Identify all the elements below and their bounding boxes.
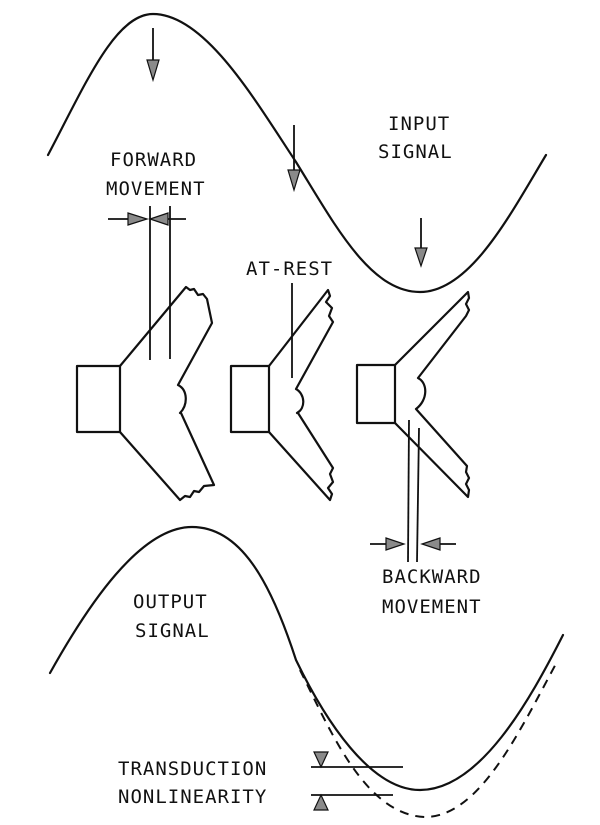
backward-movement-label-line2: MOVEMENT — [382, 596, 482, 618]
speaker-forward — [75, 206, 216, 502]
input-peak-arrow — [146, 28, 160, 83]
speaker-cone — [267, 288, 335, 502]
ideal-signal-wave-dashed — [299, 659, 559, 819]
output-signal-label-line1: OUTPUT — [133, 591, 208, 613]
input-crossing-arrow — [287, 125, 301, 193]
backward-movement-indicator — [370, 537, 456, 551]
forward-movement-label-line2: MOVEMENT — [106, 178, 206, 200]
output-signal-label-line2: SIGNAL — [135, 620, 210, 642]
speaker-magnet — [229, 364, 271, 434]
forward-movement-indicator — [108, 212, 186, 226]
speaker-cone — [118, 285, 216, 502]
speaker-magnet — [355, 363, 397, 425]
speaker-magnet — [75, 364, 122, 434]
input-signal-label-line2: SIGNAL — [378, 141, 453, 163]
at-rest-label: AT-REST — [246, 258, 333, 280]
backward-guide-right — [416, 427, 420, 563]
nonlinearity-label: NONLINEARITY — [118, 786, 267, 808]
transduction-label: TRANSDUCTION — [118, 758, 267, 780]
backward-guide-left — [407, 419, 410, 563]
input-signal-wave — [46, 12, 548, 294]
speaker-cone — [393, 290, 471, 499]
nonlinearity-top-arrow — [313, 751, 329, 769]
speaker-at-rest — [229, 283, 335, 502]
nonlinearity-bottom-arrow — [313, 793, 329, 811]
input-trough-arrow — [414, 218, 428, 268]
input-signal-label-line1: INPUT — [388, 113, 450, 135]
forward-movement-label-line1: FORWARD — [110, 149, 197, 171]
output-signal-wave — [48, 525, 565, 792]
speaker-backward — [355, 290, 471, 563]
backward-movement-label-line1: BACKWARD — [382, 566, 482, 588]
